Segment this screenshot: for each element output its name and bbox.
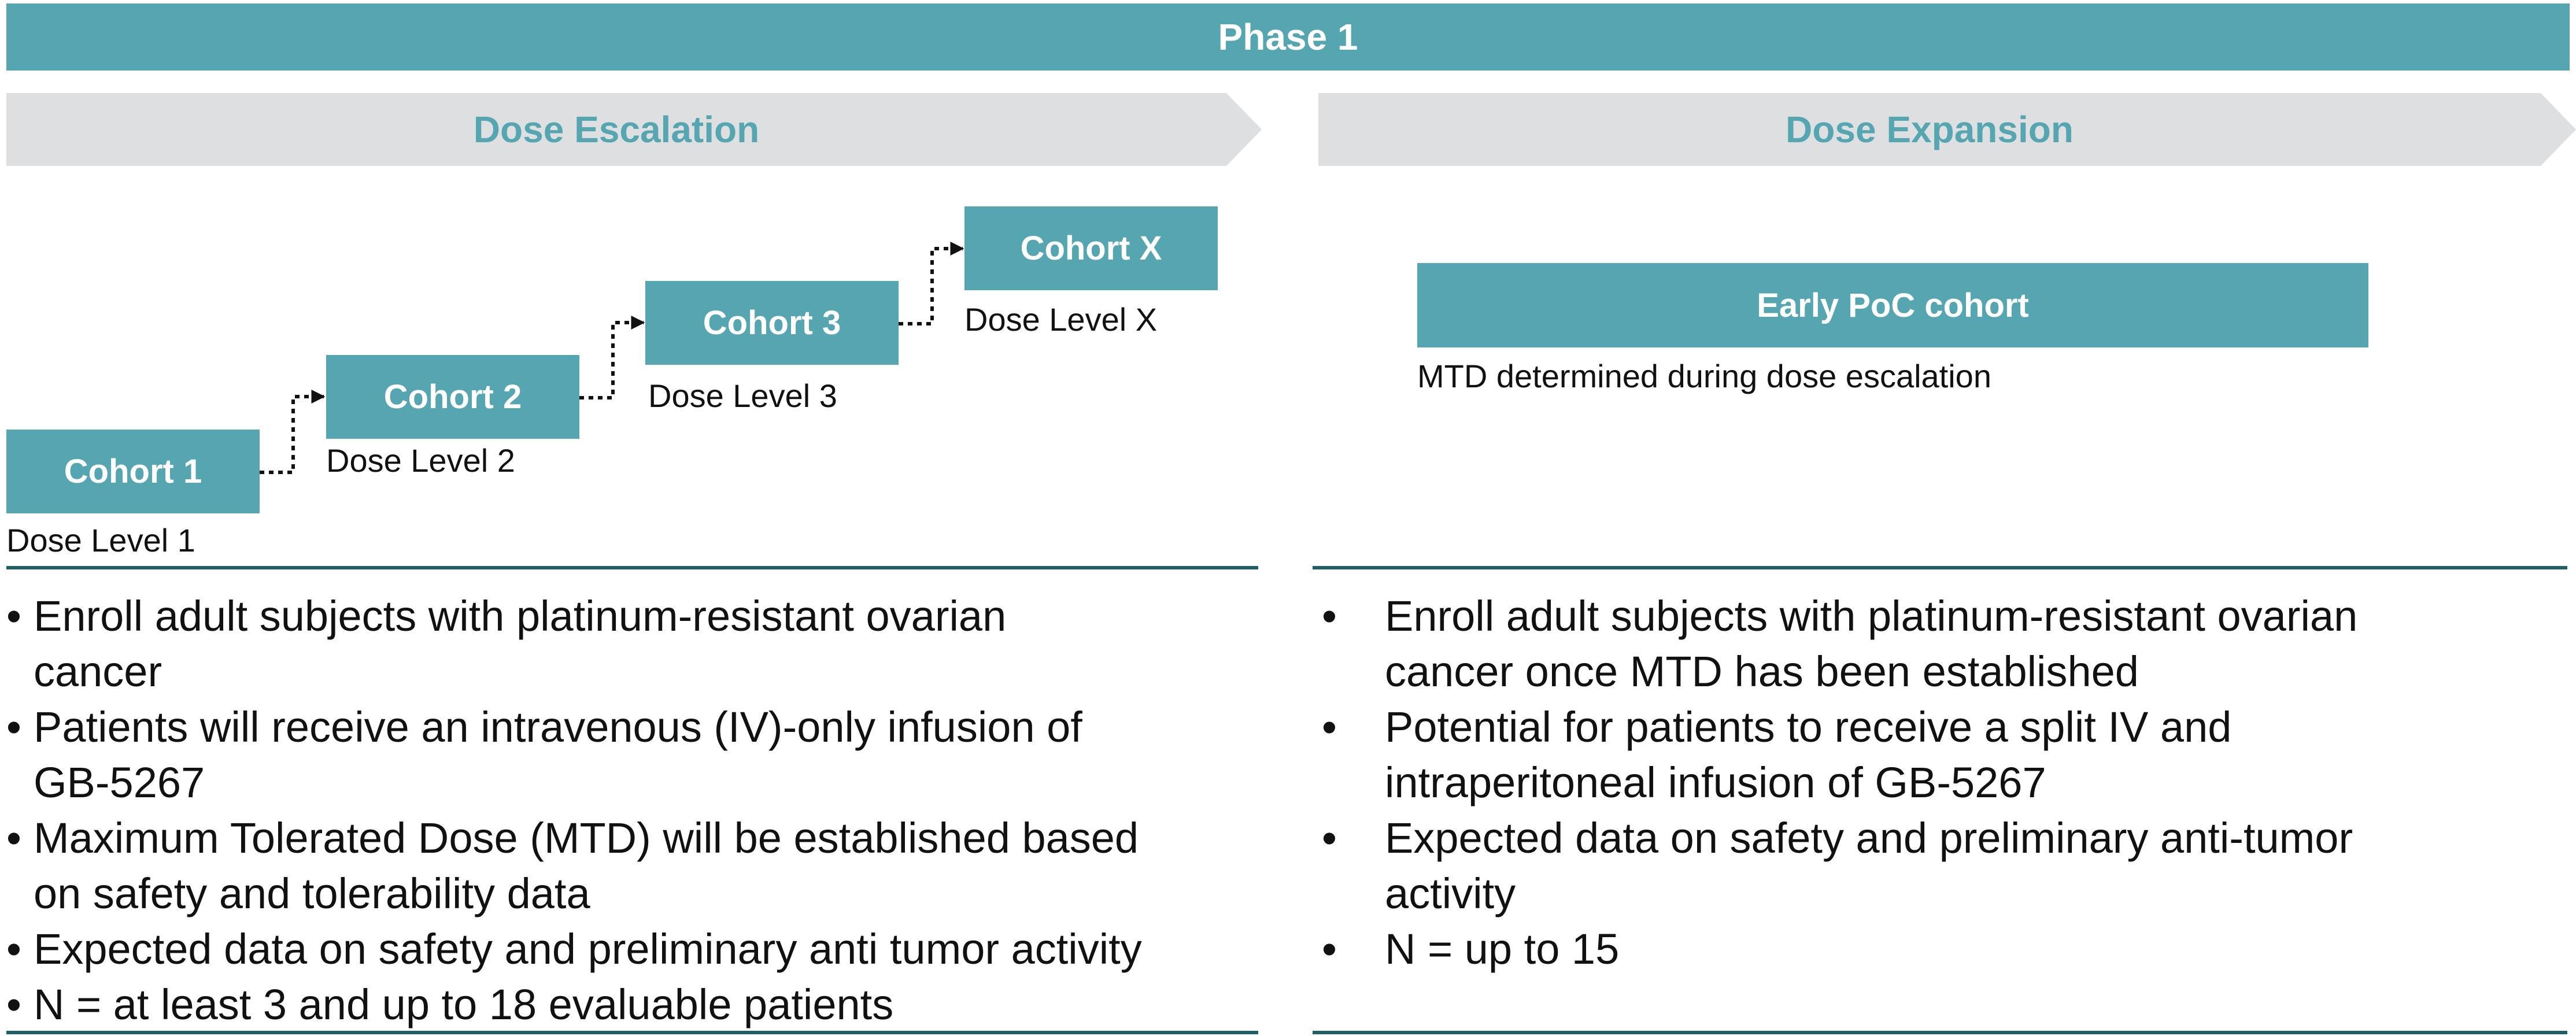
cohort-1-label: Cohort 1 <box>64 453 202 490</box>
escalation-bullet: • Enroll adult subjects with platinum-re… <box>6 592 1007 695</box>
expansion-top-rule <box>1313 566 2567 569</box>
expansion-bullet: • Expected data on safety and preliminar… <box>1322 814 2353 917</box>
connector-3-x <box>899 242 964 325</box>
expansion-bullet: • Enroll adult subjects with platinum-re… <box>1322 592 2358 695</box>
expansion-bullet: • Potential for patients to receive a sp… <box>1322 703 2232 806</box>
dose-level-1-label: Dose Level 1 <box>6 522 195 558</box>
escalation-bullet: • N = at least 3 and up to 18 evaluable … <box>6 980 894 1028</box>
early-poc-cohort-box: Early PoC cohort <box>1417 263 2368 347</box>
escalation-bullet: • Patients will receive an intravenous (… <box>6 703 1082 806</box>
expansion-bottom-rule <box>1313 1031 2567 1034</box>
dose-expansion-title: Dose Expansion <box>1786 109 2074 150</box>
expansion-bullet: • N = up to 15 <box>1322 925 1620 973</box>
phase-title: Phase 1 <box>1218 16 1358 58</box>
cohort-3-box: Cohort 3 <box>645 281 899 365</box>
dose-level-x-label: Dose Level X <box>964 301 1158 338</box>
dose-expansion-chevron: Dose Expansion <box>1318 93 2576 166</box>
escalation-bullet: • Maximum Tolerated Dose (MTD) will be e… <box>6 814 1139 917</box>
cohort-x-box: Cohort X <box>964 206 1218 290</box>
expansion-bullets: • Enroll adult subjects with platinum-re… <box>1315 589 2570 977</box>
dose-level-3-label: Dose Level 3 <box>648 378 837 414</box>
dose-level-2-label: Dose Level 2 <box>326 442 515 479</box>
connector-2-3 <box>579 316 645 399</box>
dose-escalation-chevron: Dose Escalation <box>6 93 1262 166</box>
mtd-note: MTD determined during dose escalation <box>1417 358 1991 394</box>
escalation-top-rule <box>6 566 1258 569</box>
cohort-1-box: Cohort 1 <box>6 430 260 513</box>
escalation-bullets: • Enroll adult subjects with platinum-re… <box>6 589 1261 1033</box>
dose-escalation-title: Dose Escalation <box>473 109 760 150</box>
escalation-bottom-rule <box>6 1031 1258 1034</box>
connector-1-2 <box>260 390 326 474</box>
cohort-2-box: Cohort 2 <box>326 355 579 439</box>
cohort-2-label: Cohort 2 <box>383 378 522 416</box>
early-poc-cohort-label: Early PoC cohort <box>1757 286 2029 324</box>
phase-header: Phase 1 <box>6 3 2570 71</box>
escalation-bullet: • Expected data on safety and preliminar… <box>6 925 1142 973</box>
cohort-3-label: Cohort 3 <box>703 304 841 342</box>
cohort-x-label: Cohort X <box>1020 230 1162 267</box>
